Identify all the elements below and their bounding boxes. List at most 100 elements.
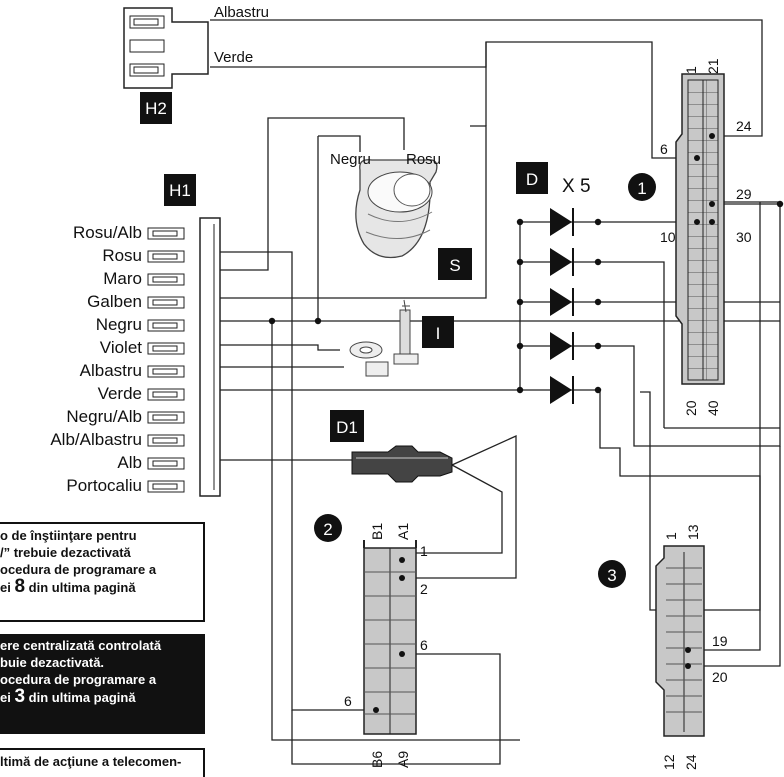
c3-pin-12-label: 12 [661,754,677,770]
h1-pin-contact [152,253,178,260]
h1-pin-label: Portocaliu [66,476,142,495]
h1-pin-contact [152,276,178,283]
c1-pin-29: 29 [736,186,752,202]
h1-pin-list: Rosu/AlbRosuMaroGalbenNegruVioletAlbastr… [50,223,185,495]
note-2-line-3: ocedura de programare a [0,672,157,687]
connector-3: 3 1 13 12 24 19 20 [598,524,728,770]
h1-pin-label: Rosu [102,246,142,265]
switch-tag: I [436,324,441,343]
diode-1 [550,208,572,236]
h1-pin-label: Galben [87,292,142,311]
siren: S [355,159,472,280]
c2-pin-a9-label: A9 [395,751,411,768]
note-2-post: din ultima pagină [25,690,136,705]
h1-pin-contact [152,345,178,352]
diode-row-4 [520,201,781,447]
note-3-line-1: ltimă de acţiune a telecomen- [0,754,182,769]
diode-3 [550,288,572,316]
c3-pin-20: 20 [712,669,728,685]
c1-pin-21-label: 21 [705,58,721,74]
siren-wire-negru: Negru [330,151,371,168]
h1-pin-contact [152,299,178,306]
diode-count: X 5 [562,176,591,197]
h1-pin-contact [152,322,178,329]
wire-sensor-b [402,464,503,554]
note-1-line-2: /” trebuie dezactivată [0,545,131,560]
junctions [268,200,784,394]
h1-pin-contact [152,437,178,444]
h1-pin-contact [152,230,178,237]
h2-connector: H2 [123,7,209,124]
diode-group: D X 5 [516,162,591,197]
diode-4 [550,332,572,360]
h1-pin-label: Albastru [80,361,142,380]
wire-h1-galben [220,125,487,299]
c2-pin-b6-label: B6 [369,751,385,768]
wire-h2-albastru [210,19,763,137]
h1-pin-contact [152,391,178,398]
connector-1-number: 1 [637,179,646,198]
diode-row-2 [520,261,665,428]
diode-2 [550,248,572,276]
siren-wire-rosu: Rosu [406,151,441,168]
h1-pin-label: Verde [98,384,142,403]
c1-pin-6: 6 [660,141,668,157]
wire-h1-violet [220,344,340,351]
h1-pin-contact [152,414,178,421]
note-1-post: din ultima pagină [25,580,136,595]
note-programming-8: o de înştiinţare pentru /” trebuie dezac… [0,522,205,622]
switch: I [349,299,454,377]
c3-pin-19: 19 [712,633,728,649]
c2-pin-a1-label: A1 [395,523,411,540]
h1-tag: H1 [169,181,191,200]
c3-pin-13-label: 13 [685,524,701,540]
c1-pin-24: 24 [736,118,752,134]
note-2-line-2: buie dezactivată. [0,655,105,670]
note-1-step: 8 [14,576,26,597]
note-programming-3: ere centralizată controlată buie dezacti… [0,634,205,734]
connector-1: 1 1 21 20 40 24 6 29 10 30 [628,58,752,416]
c1-pin-20-label: 20 [683,400,699,416]
siren-tag: S [449,256,460,275]
h1-pin-label: Negru/Alb [66,407,142,426]
c2-pin-a6: 6 [420,637,428,653]
diode-row-4b [640,202,761,611]
diode-row-5 [520,389,761,651]
note-1-pre: ei [0,580,15,595]
h1-pin-label: Alb/Albastru [50,430,142,449]
note-1-line-3: ocedura de programare a [0,562,157,577]
h1-pin-contact [152,460,178,467]
h1-pin-label: Maro [103,269,142,288]
connector-3-number: 3 [607,566,616,585]
sensor: D1 [330,410,453,483]
c2-pin-2: 2 [420,581,428,597]
wire-h2-verde [210,41,697,159]
h2-wire-verde-label: Verde [214,49,253,66]
note-2-step: 3 [14,686,26,707]
sensor-tag: D1 [336,418,358,437]
note-2-pre: ei [0,690,15,705]
note-remote: ltimă de acţiune a telecomen- [0,748,205,777]
h2-wire-albastru-label: Albastru [214,4,269,21]
c1-pin-40-label: 40 [705,400,721,416]
c2-pin-b6: 6 [344,693,352,709]
h1-pin-label: Rosu/Alb [73,223,142,242]
h1-connector: H1 [164,174,221,497]
diode-list [550,208,574,404]
wire-c2-pin6 [291,653,501,765]
note-2-line-1: ere centralizată controlată [0,638,162,653]
c3-pin-24-label: 24 [683,754,699,770]
connector-2-number: 2 [323,520,332,539]
diode-5 [550,376,572,404]
c2-pin-1: 1 [420,543,428,559]
h1-pin-label: Negru [96,315,142,334]
c3-pin-1-label: 1 [663,532,679,540]
wires [210,19,781,765]
h1-pin-label: Alb [117,453,142,472]
wire-negru-down [271,321,520,741]
wire-siren-negru-2 [318,135,361,152]
wire-h1-rosu [220,251,376,711]
wire-c3-20 [688,446,781,667]
c1-pin-1-label: 1 [683,66,699,74]
